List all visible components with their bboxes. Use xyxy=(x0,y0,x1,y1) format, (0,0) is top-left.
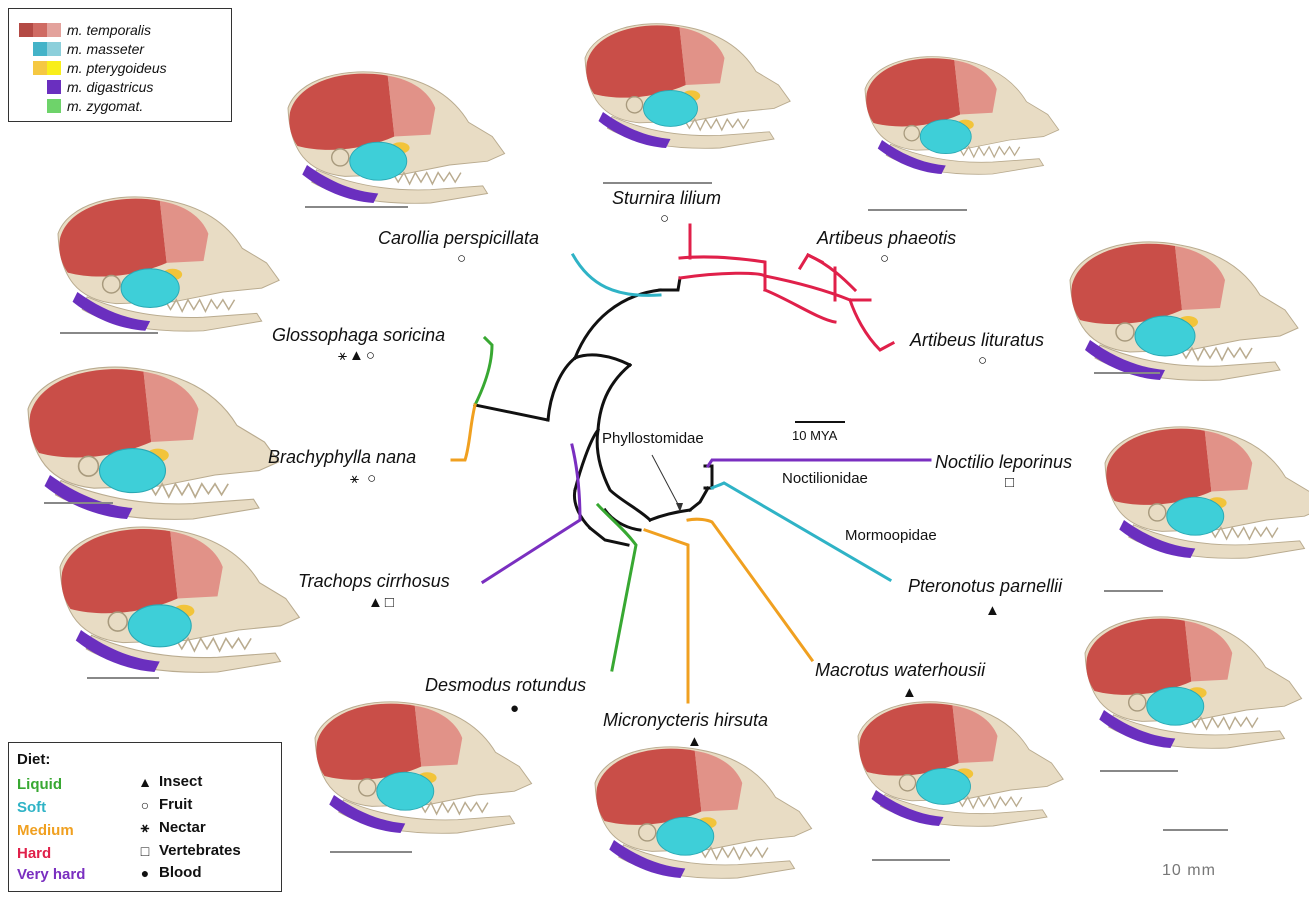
species-label-noctilio: Noctilio leporinus xyxy=(935,452,1072,473)
diet-symbols-macrotus: ▲ xyxy=(902,684,919,701)
pterygoideus-swatch-2 xyxy=(47,61,61,75)
diet-symbols-glossophaga: ⚹▲○ xyxy=(338,347,377,364)
legend-label: m. masseter xyxy=(67,41,144,57)
species-label-desmodus: Desmodus rotundus xyxy=(425,675,586,696)
time-scale-label: 10 MYA xyxy=(792,428,837,443)
symbol-label: Blood xyxy=(159,864,202,881)
masseter-swatch-1 xyxy=(33,42,47,56)
diet-symbols-noctilio: □ xyxy=(1005,474,1016,491)
skull-image-glossophaga xyxy=(58,197,279,331)
legend-label: m. digastricus xyxy=(67,79,153,95)
legend-row-pterygoideus: m. pterygoideus xyxy=(33,59,167,77)
diet-legend-title: Diet: xyxy=(17,751,50,768)
symbol-label: Nectar xyxy=(159,819,206,836)
diet-symbols-pteronotus: ▲ xyxy=(985,602,1002,619)
species-label-artibeus-phaeotis: Artibeus phaeotis xyxy=(817,228,956,249)
drop-icon: ● xyxy=(137,865,153,881)
symbol-row-fruit: ○ Fruit xyxy=(137,796,192,813)
species-label-macrotus: Macrotus waterhousii xyxy=(815,660,985,681)
temporalis-swatch-1 xyxy=(19,23,33,37)
pterygoideus-swatch-1 xyxy=(33,61,47,75)
diet-symbols-trachops: ▲□ xyxy=(368,594,396,611)
skull-image-trachops xyxy=(60,527,299,672)
diet-hard: Hard xyxy=(17,845,51,862)
temporalis-swatch-3 xyxy=(47,23,61,37)
family-label-noctilionidae: Noctilionidae xyxy=(782,470,868,487)
species-label-glossophaga: Glossophaga soricina xyxy=(272,325,445,346)
diet-symbols-artibeus-lituratus: ○ xyxy=(978,352,989,369)
diet-symbols-micronycteris: ▲ xyxy=(687,733,704,750)
family-label-phyllostomidae: Phyllostomidae xyxy=(602,430,704,447)
symbol-row-insect: ▲ Insect xyxy=(137,773,202,790)
phylogenetic-tree xyxy=(452,225,930,702)
symbol-row-nectar: ⚹ Nectar xyxy=(137,819,206,836)
nectar-icon: ⚹ xyxy=(137,819,153,836)
diet-symbols-carollia: ○ xyxy=(457,250,468,267)
skull-image-artibeus-phaeotis xyxy=(865,57,1059,175)
legend-row-temporalis: m. temporalis xyxy=(19,21,151,39)
species-label-carollia: Carollia perspicillata xyxy=(378,228,539,249)
diet-symbols-brachyphylla: ⚹ ○ xyxy=(350,470,378,487)
symbol-row-vertebrates: □ Vertebrates xyxy=(137,842,241,859)
skull-image-carollia xyxy=(288,72,505,203)
legend-row-zygomaticus: m. zygomat. xyxy=(47,97,143,115)
square-icon: □ xyxy=(137,843,153,859)
length-scale-label: 10 mm xyxy=(1162,862,1216,880)
diet-liquid: Liquid xyxy=(17,776,62,793)
symbol-label: Fruit xyxy=(159,796,192,813)
diet-symbols-desmodus: ● xyxy=(510,700,521,717)
species-label-pteronotus: Pteronotus parnellii xyxy=(908,576,1062,597)
skull-image-noctilio xyxy=(1105,427,1309,558)
species-label-brachyphylla: Brachyphylla nana xyxy=(268,447,416,468)
legend-label: m. pterygoideus xyxy=(67,60,167,76)
diet-symbols-artibeus-phaeotis: ○ xyxy=(880,250,891,267)
temporalis-swatch-2 xyxy=(33,23,47,37)
triangle-icon: ▲ xyxy=(137,774,153,790)
diet-symbols-sturnira: ○ xyxy=(660,210,671,227)
skull-image-sturnira xyxy=(585,24,790,149)
zygomaticus-swatch xyxy=(47,99,61,113)
masseter-swatch-2 xyxy=(47,42,61,56)
skull-image-artibeus-lituratus xyxy=(1070,242,1298,380)
diet-medium: Medium xyxy=(17,822,74,839)
symbol-row-blood: ● Blood xyxy=(137,864,202,881)
family-label-mormoopidae: Mormoopidae xyxy=(845,527,937,544)
digastricus-swatch xyxy=(47,80,61,94)
species-label-artibeus-lituratus: Artibeus lituratus xyxy=(910,330,1044,351)
legend-row-digastricus: m. digastricus xyxy=(47,78,153,96)
muscle-legend: m. temporalis m. masseter m. pterygoideu… xyxy=(8,8,232,122)
skull-image-pteronotus xyxy=(1085,617,1302,748)
diet-very-hard: Very hard xyxy=(17,866,85,883)
diet-legend: Diet: Liquid Soft Medium Hard Very hard … xyxy=(8,742,282,892)
symbol-label: Insect xyxy=(159,773,202,790)
legend-row-masseter: m. masseter xyxy=(33,40,144,58)
species-label-micronycteris: Micronycteris hirsuta xyxy=(603,710,768,731)
skull-image-brachyphylla xyxy=(28,367,279,519)
legend-label: m. zygomat. xyxy=(67,98,143,114)
skull-image-desmodus xyxy=(315,702,532,833)
phyllostomidae-arrow xyxy=(652,455,680,508)
legend-label: m. temporalis xyxy=(67,22,151,38)
species-label-trachops: Trachops cirrhosus xyxy=(298,571,450,592)
circle-icon: ○ xyxy=(137,797,153,813)
skull-image-macrotus xyxy=(858,702,1063,827)
species-label-sturnira: Sturnira lilium xyxy=(612,188,721,209)
symbol-label: Vertebrates xyxy=(159,842,241,859)
diet-soft: Soft xyxy=(17,799,46,816)
skull-image-micronycteris xyxy=(595,747,812,878)
